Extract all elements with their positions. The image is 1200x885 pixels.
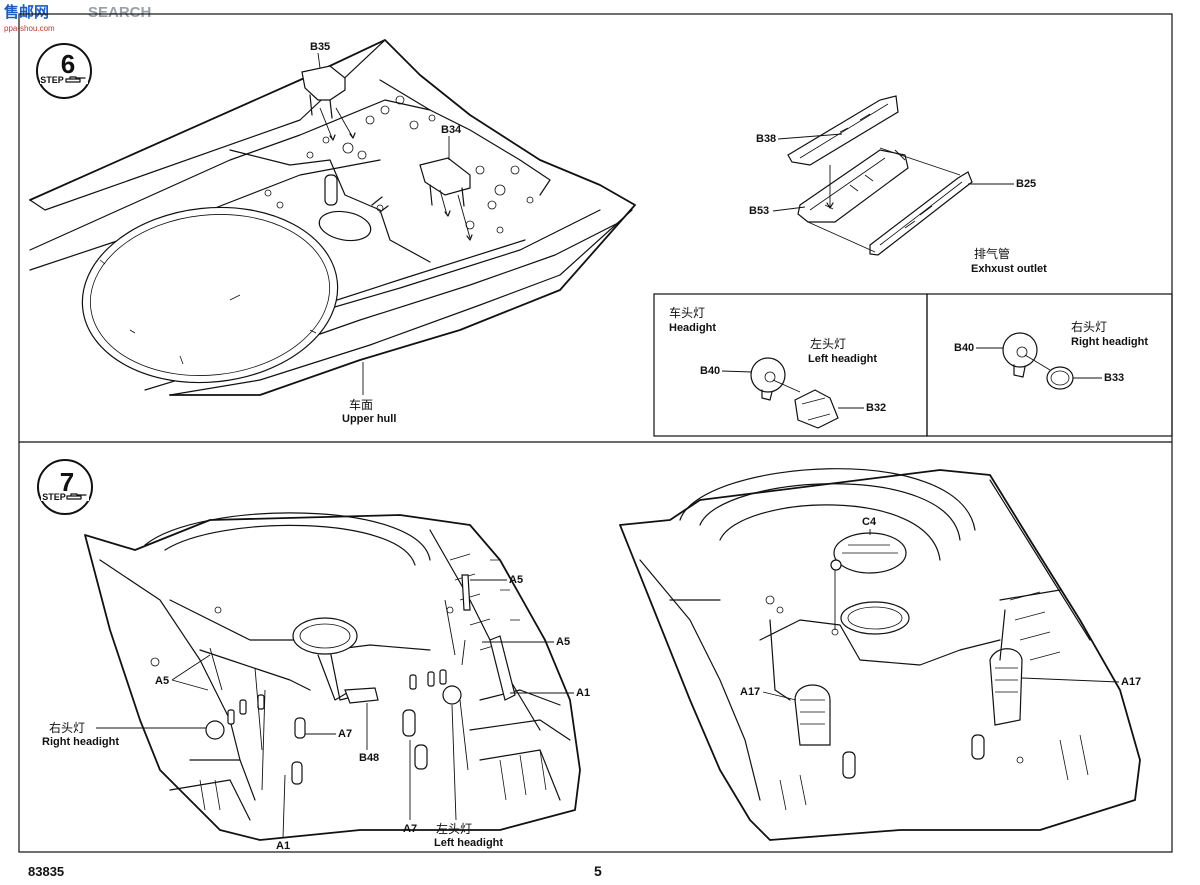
headlight-boxes xyxy=(653,293,1173,437)
a1-bottom-label: A1 xyxy=(276,840,290,852)
b38-label: B38 xyxy=(756,133,776,145)
a5-mid-label: A5 xyxy=(556,636,570,648)
upper-hull-en: Upper hull xyxy=(342,413,396,425)
left-headlight-step7-en: Left headight xyxy=(434,837,503,849)
headlight-title-en: Headight xyxy=(669,322,716,334)
catalog-number: 83835 xyxy=(28,864,64,879)
right-headlight-en: Right headight xyxy=(1071,336,1148,348)
step6-word: STEP xyxy=(40,75,64,85)
right-headlight-zh: 右头灯 xyxy=(1071,319,1107,334)
b25-label: B25 xyxy=(1016,178,1036,190)
watermark: 售邮网 SEARCH ppa-shou.com xyxy=(4,3,151,33)
a17-right-label: A17 xyxy=(1121,676,1141,688)
b33-label: B33 xyxy=(1104,372,1124,384)
a1-right-label: A1 xyxy=(576,687,590,699)
right-headlight-step7-en: Right headight xyxy=(42,736,119,748)
a5-top-label: A5 xyxy=(509,574,523,586)
exhaust-title-en: Exhxust outlet xyxy=(971,263,1047,275)
watermark-brand-left: 售邮网 xyxy=(4,3,49,21)
a7-bottom-label: A7 xyxy=(403,823,417,835)
step6-upper-hull-drawing xyxy=(29,39,636,396)
b40-right-label: B40 xyxy=(954,342,974,354)
step6-badge: 6 STEP xyxy=(36,43,92,99)
tank-icon xyxy=(65,76,86,83)
step7-left-hull-drawing: A5 A5 A5 A1 A7 B48 右头灯 Right headight A1… xyxy=(42,512,590,852)
headlight-title-zh: 车头灯 xyxy=(669,305,705,320)
b48-label: B48 xyxy=(359,752,379,764)
part-b35: B35 xyxy=(301,41,356,141)
a17-left-label: A17 xyxy=(740,686,760,698)
upper-hull-callout: 车面 Upper hull xyxy=(342,362,396,425)
step7-word: STEP xyxy=(42,492,66,502)
right-headlight-step7-zh: 右头灯 xyxy=(49,720,85,735)
exhaust-title-zh: 排气管 xyxy=(974,246,1010,261)
step6-number: 6 xyxy=(61,49,75,79)
b53-label: B53 xyxy=(749,205,769,217)
watermark-url: ppa-shou.com xyxy=(4,24,55,33)
step7-badge: 7 STEP xyxy=(37,459,93,515)
upper-hull-zh: 车面 xyxy=(349,397,373,412)
part-b34: B34 xyxy=(419,124,473,241)
page-number: 5 xyxy=(594,863,602,879)
b32-label: B32 xyxy=(866,402,886,414)
c4-label: C4 xyxy=(862,516,877,528)
b35-label: B35 xyxy=(310,41,330,53)
left-headlight-zh: 左头灯 xyxy=(810,336,846,351)
b40-left-label: B40 xyxy=(700,365,720,377)
a5-left-label: A5 xyxy=(155,675,169,687)
left-headlight-step7-zh: 左头灯 xyxy=(436,821,472,836)
right-headlight-box: 右头灯 Right headight B40 B33 xyxy=(954,319,1148,390)
left-headlight-en: Left headight xyxy=(808,353,877,365)
page-frame xyxy=(18,13,1173,853)
a7-mid-label: A7 xyxy=(338,728,352,740)
step7-right-hull-drawing: C4 A17 A17 xyxy=(619,468,1141,841)
left-headlight-box: 车头灯 Headight 左头灯 Left headight B40 B32 xyxy=(669,305,886,429)
watermark-brand-right: SEARCH xyxy=(88,4,151,21)
exhaust-assembly: B38 B53 B25 排气管 Exhxust outlet xyxy=(749,95,1047,275)
tank-icon xyxy=(66,493,87,500)
b34-label: B34 xyxy=(441,124,462,136)
step7-number: 7 xyxy=(60,467,74,497)
